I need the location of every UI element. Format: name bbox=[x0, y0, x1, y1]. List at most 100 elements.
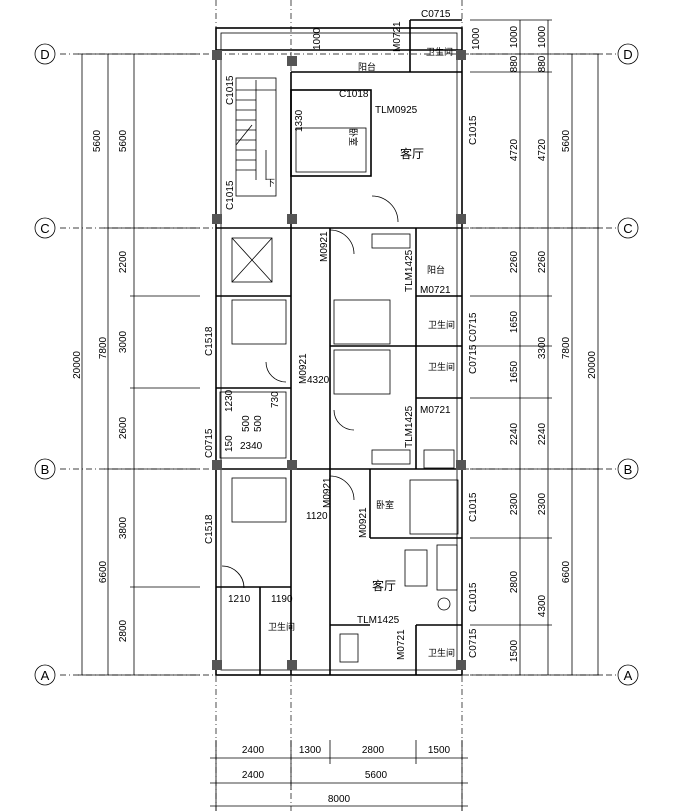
dim-text: 1650 bbox=[509, 360, 520, 383]
room-label: 卫生间 bbox=[428, 361, 455, 373]
dim-text: 500 bbox=[253, 415, 264, 432]
dim-text: 5600 bbox=[118, 129, 129, 152]
dim-text: 20000 bbox=[72, 351, 83, 379]
dim-text: 7800 bbox=[98, 336, 109, 359]
dim-text: 7800 bbox=[561, 336, 572, 359]
room-label: 卫生间 bbox=[426, 46, 453, 58]
furniture bbox=[231, 127, 459, 611]
room-label: 卫生间 bbox=[268, 621, 295, 633]
door-label: M0921 bbox=[319, 231, 330, 262]
window-label: C1518 bbox=[204, 326, 215, 356]
dim-text: 2300 bbox=[537, 492, 548, 515]
dim-text: 1000 bbox=[537, 25, 548, 48]
room-label: 阳台 bbox=[427, 264, 445, 276]
dim-text: 5600 bbox=[365, 770, 388, 781]
dim-text: 4720 bbox=[537, 138, 548, 161]
dim-text: 2600 bbox=[118, 416, 129, 439]
dim-text: 3300 bbox=[537, 336, 548, 359]
door-label: M0921 bbox=[298, 353, 309, 384]
room-label: 客厅 bbox=[372, 578, 396, 593]
dim-text: 5600 bbox=[92, 129, 103, 152]
dim-text: 1500 bbox=[509, 639, 520, 662]
window-label: C0715 bbox=[421, 9, 451, 20]
window-label: C0715 bbox=[468, 312, 479, 342]
axis-lines bbox=[60, 0, 618, 811]
door-label: M0721 bbox=[420, 285, 451, 296]
dim-text: 1000 bbox=[509, 25, 520, 48]
dim-text: 880 bbox=[537, 55, 548, 72]
dim-text: 1190 bbox=[271, 594, 293, 605]
stairs bbox=[235, 80, 276, 180]
dim-text: 1000 bbox=[312, 27, 323, 50]
columns bbox=[212, 50, 466, 670]
stair-label: 下 bbox=[266, 179, 275, 189]
dim-text: 1210 bbox=[228, 594, 251, 605]
dim-text: 5600 bbox=[561, 129, 572, 152]
dim-text: 2240 bbox=[537, 422, 548, 445]
door-label: TLM1425 bbox=[404, 249, 415, 292]
dim-text: 2340 bbox=[240, 441, 263, 452]
dim-text: 4720 bbox=[509, 138, 520, 161]
dim-text: 20000 bbox=[587, 351, 598, 379]
left-dimensions: 20000 7800 6600 5600 5600 2200 3000 2600… bbox=[72, 53, 200, 676]
dim-text: 150 bbox=[224, 435, 235, 452]
dim-text: 6600 bbox=[98, 560, 109, 583]
room-label: 卧室 bbox=[347, 128, 359, 146]
door-label: TLM1425 bbox=[404, 405, 415, 448]
room-label: 卧室 bbox=[376, 499, 394, 511]
dim-text: 8000 bbox=[328, 794, 351, 805]
dim-text: 2400 bbox=[242, 770, 265, 781]
room-label: 阳台 bbox=[358, 61, 376, 73]
window-label: C1018 bbox=[339, 89, 369, 100]
room-label: 卫生间 bbox=[428, 319, 455, 331]
dim-text: 2260 bbox=[537, 250, 548, 273]
window-label: C1015 bbox=[468, 582, 479, 612]
door-label: M0921 bbox=[322, 477, 333, 508]
door-label: M0921 bbox=[358, 507, 369, 538]
dim-text: 2240 bbox=[509, 422, 520, 445]
dim-text: 880 bbox=[509, 55, 520, 72]
axis-bubbles-left: D C B A bbox=[34, 43, 56, 686]
dim-text: 1120 bbox=[306, 511, 328, 522]
dim-text: 1330 bbox=[294, 109, 305, 132]
dim-text: 2800 bbox=[362, 745, 385, 756]
plan-labels: C0715 M0721 卫生间 1000 1000 阳台 C1015 C1015… bbox=[204, 9, 482, 660]
door-label: TLM0925 bbox=[375, 105, 418, 116]
dim-text: 2200 bbox=[118, 250, 129, 273]
dim-text: 2400 bbox=[242, 745, 265, 756]
room-label: 卫生间 bbox=[428, 647, 455, 659]
axis-label: D bbox=[623, 47, 632, 62]
doors bbox=[221, 195, 399, 589]
dim-text: 4320 bbox=[307, 375, 330, 386]
door-label: M0721 bbox=[420, 405, 451, 416]
dim-text: 2800 bbox=[118, 619, 129, 642]
dim-text: 1000 bbox=[471, 27, 482, 50]
window-label: C0715 bbox=[204, 428, 215, 458]
dim-text: 2800 bbox=[509, 570, 520, 593]
dim-text: 1230 bbox=[224, 389, 235, 412]
axis-label: B bbox=[41, 462, 50, 477]
window-label: C1015 bbox=[468, 115, 479, 145]
dim-text: 730 bbox=[270, 391, 281, 408]
bottom-dimensions: 2400 1300 2800 1500 2400 5600 8000 bbox=[210, 740, 468, 811]
window-label: C0715 bbox=[468, 628, 479, 658]
window-label: C1015 bbox=[468, 492, 479, 522]
room-label: 客厅 bbox=[400, 146, 424, 161]
axis-label: C bbox=[623, 221, 632, 236]
dim-text: 4300 bbox=[537, 594, 548, 617]
door-label: M0721 bbox=[392, 21, 403, 52]
window-label: C1518 bbox=[204, 514, 215, 544]
dim-text: 6600 bbox=[561, 560, 572, 583]
dim-text: 2300 bbox=[509, 492, 520, 515]
window-label: C1015 bbox=[225, 180, 236, 210]
axis-label: A bbox=[41, 668, 50, 683]
axis-bubbles-right: D C B A bbox=[617, 43, 639, 686]
window-label: C1015 bbox=[225, 75, 236, 105]
dim-text: 500 bbox=[241, 415, 252, 432]
right-dimensions: 1000 880 4720 2260 1650 1650 2240 2300 2… bbox=[470, 19, 602, 676]
dim-text: 1300 bbox=[299, 745, 322, 756]
axis-label: B bbox=[624, 462, 633, 477]
window-label: C0715 bbox=[468, 344, 479, 374]
walls bbox=[215, 19, 463, 676]
